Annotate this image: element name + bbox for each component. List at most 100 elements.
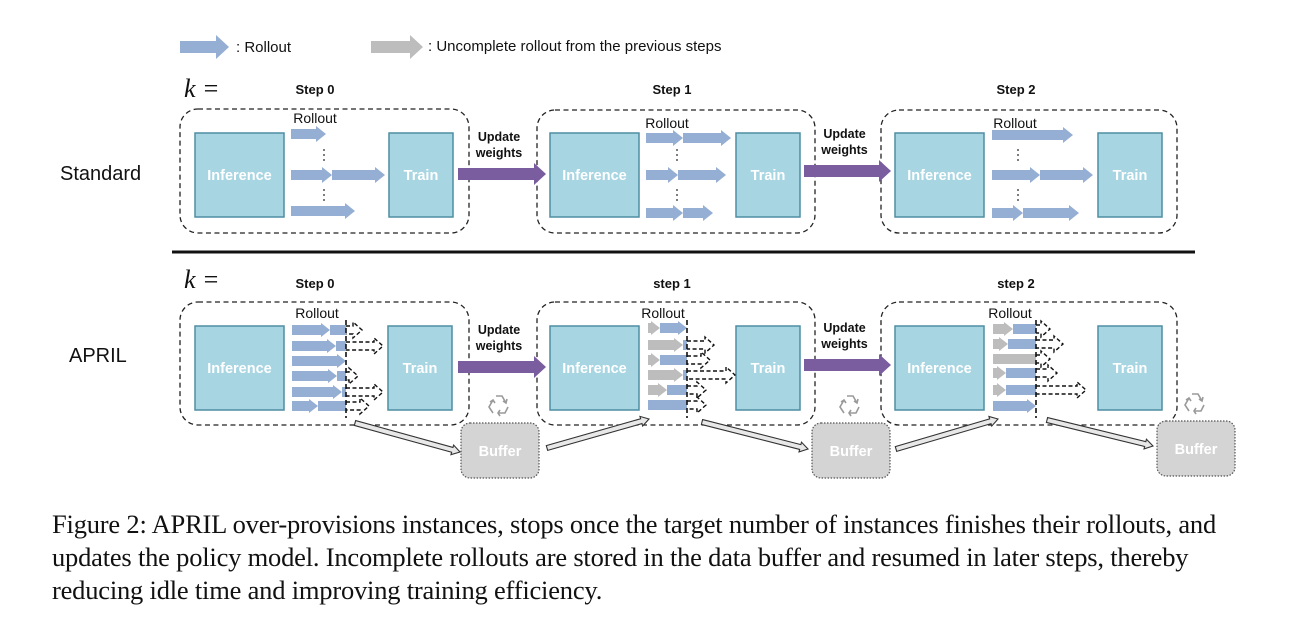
legend-uncomplete-arrow bbox=[371, 35, 423, 59]
dot bbox=[676, 194, 678, 196]
dot bbox=[323, 149, 325, 151]
incomplete-rollout-dashed-arrow bbox=[687, 365, 737, 385]
update-label-line2: weights bbox=[475, 146, 523, 160]
incomplete-rollout-dashed-arrow bbox=[687, 335, 716, 355]
buffer-label: Buffer bbox=[830, 444, 873, 460]
inference-box-box bbox=[549, 325, 640, 411]
dot bbox=[1017, 194, 1019, 196]
recycle-icon bbox=[839, 395, 860, 417]
uncomplete-rollout-bar bbox=[993, 354, 1036, 364]
update-weights-arrow bbox=[804, 160, 891, 182]
rollout-arrow bbox=[646, 130, 683, 146]
buffer-box bbox=[1156, 420, 1236, 477]
update-label-line1: Update bbox=[478, 323, 520, 337]
rollout-bar bbox=[337, 371, 346, 381]
train-box: Train bbox=[387, 325, 453, 411]
update-weights-arrow bbox=[804, 354, 891, 376]
recycle-head bbox=[1185, 396, 1192, 402]
train-box-label: Train bbox=[751, 168, 786, 184]
rollout-arrow bbox=[1023, 205, 1079, 221]
recycle-head bbox=[497, 409, 501, 417]
train-box-box bbox=[388, 132, 454, 218]
buffer-flow-arrow bbox=[700, 418, 810, 453]
uncomplete-rollout-arrow bbox=[993, 383, 1006, 397]
rollout-arrow bbox=[660, 321, 687, 335]
update-label-line2: weights bbox=[820, 337, 868, 351]
rollout-bar bbox=[667, 385, 687, 395]
inference-box: Inference bbox=[894, 132, 985, 218]
buffer-label: Buffer bbox=[479, 444, 522, 460]
rollout-label: Rollout bbox=[641, 305, 685, 321]
dot bbox=[676, 189, 678, 191]
buffer-box bbox=[460, 422, 540, 479]
dot bbox=[676, 159, 678, 161]
legend: : Rollout : Uncomplete rollout from the … bbox=[180, 35, 721, 59]
rollout-bar bbox=[1013, 324, 1036, 334]
incomplete-rollout-dashed-arrow bbox=[346, 336, 385, 356]
dot bbox=[323, 159, 325, 161]
rollout-bar bbox=[1006, 368, 1036, 378]
inference-box-label: Inference bbox=[562, 168, 626, 184]
dot bbox=[1017, 159, 1019, 161]
inference-box: Inference bbox=[549, 132, 640, 218]
step-title: step 1 bbox=[653, 276, 691, 291]
incomplete-rollout-dashed-arrow bbox=[687, 380, 708, 400]
inference-box-label: Inference bbox=[207, 168, 271, 184]
legend-rollout-arrow bbox=[180, 35, 229, 59]
recycle-icon bbox=[488, 395, 509, 417]
incomplete-rollout-dashed-arrow bbox=[1036, 380, 1088, 400]
step-title: Step 2 bbox=[996, 82, 1035, 97]
row-label-standard: Standard bbox=[60, 163, 141, 185]
dot bbox=[323, 194, 325, 196]
legend-rollout-label: : Rollout bbox=[236, 39, 292, 56]
inference-box-box bbox=[894, 132, 985, 218]
rollout-arrow bbox=[291, 126, 326, 142]
rollout-arrow bbox=[992, 127, 1073, 143]
inference-box-label: Inference bbox=[207, 361, 271, 377]
step-title: step 2 bbox=[997, 276, 1035, 291]
rollout-bar bbox=[648, 400, 687, 410]
uncomplete-rollout-arrow bbox=[993, 337, 1008, 351]
update-label-line1: Update bbox=[823, 127, 865, 141]
uncomplete-rollout-arrow bbox=[648, 368, 683, 382]
recycle-head bbox=[853, 398, 859, 405]
inference-box-box bbox=[194, 325, 285, 411]
inference-box-box bbox=[894, 325, 985, 411]
dot bbox=[1017, 189, 1019, 191]
train-box-box bbox=[387, 325, 453, 411]
rollout-bar bbox=[318, 401, 346, 411]
rollout-arrow bbox=[1040, 167, 1093, 183]
recycle-head bbox=[840, 398, 847, 404]
rollout-label: Rollout bbox=[988, 305, 1032, 321]
incomplete-rollout-dashed-arrow bbox=[346, 320, 364, 340]
recycle-head bbox=[1198, 396, 1204, 403]
rollout-arrow bbox=[992, 167, 1040, 183]
dot bbox=[323, 199, 325, 201]
uncomplete-rollout-arrow bbox=[993, 366, 1006, 380]
train-box-label: Train bbox=[1113, 361, 1148, 377]
to-buffer-0 bbox=[353, 419, 462, 456]
train-box-box bbox=[735, 325, 801, 411]
rollout-arrow bbox=[332, 167, 385, 183]
k-label-standard: k = bbox=[184, 74, 220, 103]
rollout-arrow bbox=[292, 399, 318, 413]
rollout-arrow bbox=[291, 167, 332, 183]
rollout-arrow bbox=[291, 203, 355, 219]
inference-box-box bbox=[549, 132, 640, 218]
train-box: Train bbox=[1097, 132, 1163, 218]
rollout-arrow bbox=[292, 339, 336, 353]
rollout-arrow bbox=[993, 399, 1036, 413]
rollout-arrow bbox=[678, 167, 726, 183]
rollout-arrow bbox=[646, 205, 683, 221]
rollout-bar bbox=[1006, 385, 1036, 395]
inference-box-label: Inference bbox=[907, 361, 971, 377]
train-box: Train bbox=[1097, 325, 1163, 411]
inference-box-label: Inference bbox=[562, 361, 626, 377]
ellipsis-dots bbox=[1017, 189, 1019, 201]
